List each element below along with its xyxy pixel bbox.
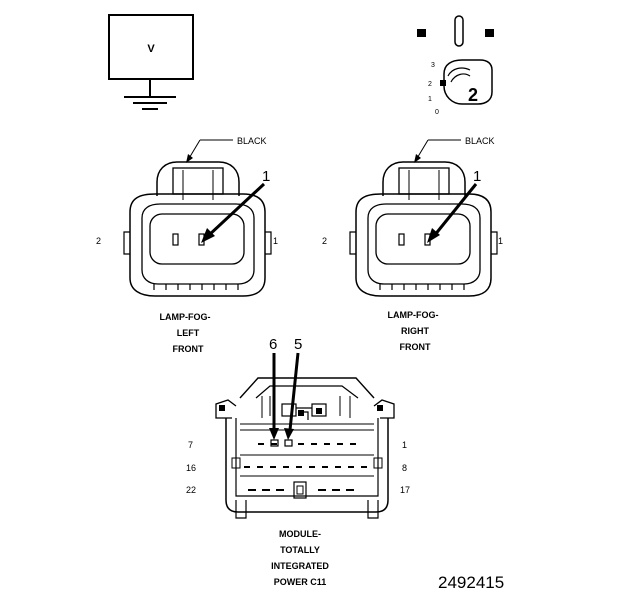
tipm-name-line-3: INTEGRATED	[271, 561, 329, 571]
voltmeter-display: V	[147, 43, 155, 55]
left-name-line-2: LEFT	[177, 328, 200, 338]
tipm-connector: 7 16 22 1 8 17 6 5 MODULE- TOTALLY INTEG…	[186, 336, 410, 587]
switch-callout: 2	[468, 85, 478, 105]
tipm-row1-right-label: 1	[402, 440, 407, 450]
tipm-row2-right-label: 8	[402, 463, 407, 473]
left-fog-connector: BLACK 2 1 1 LAMP-FOG- LEFT FRONT	[96, 136, 278, 354]
tipm-row3-right-label: 17	[400, 485, 410, 495]
tipm-callout-5: 5	[294, 336, 302, 353]
right-name-line-2: RIGHT	[401, 326, 430, 336]
switch-position-3: 3	[431, 62, 435, 69]
ignition-switch: 3 2 1 0 2	[417, 15, 494, 116]
switch-position-2: 2	[428, 81, 432, 88]
switch-position-0: 0	[435, 109, 439, 116]
left-name-line-3: FRONT	[173, 344, 204, 354]
left-pin-1-label: 1	[273, 236, 278, 246]
tipm-row3-left-label: 22	[186, 485, 196, 495]
left-pin-2-label: 2	[96, 236, 101, 246]
ground-symbol	[124, 96, 176, 110]
tipm-name-line-4: POWER C11	[274, 577, 327, 587]
left-wire-color: BLACK	[237, 136, 267, 146]
tipm-name-line-1: MODULE-	[279, 529, 321, 539]
left-callout: 1	[262, 168, 270, 185]
switch-position-1: 1	[428, 96, 432, 103]
tipm-row1-left-label: 7	[188, 440, 193, 450]
right-name-line-3: FRONT	[400, 342, 431, 352]
right-fog-connector: BLACK 2 1 1 LAMP-FOG- RIGHT FRONT	[322, 136, 503, 352]
figure-number: 2492415	[438, 573, 504, 592]
right-pin-1-label: 1	[498, 236, 503, 246]
right-wire-color: BLACK	[465, 136, 495, 146]
right-callout: 1	[473, 168, 481, 185]
right-pin-2-label: 2	[322, 236, 327, 246]
voltmeter: V	[108, 14, 194, 110]
tipm-callout-6: 6	[269, 336, 277, 353]
left-name-line-1: LAMP-FOG-	[160, 312, 211, 322]
tipm-name-line-2: TOTALLY	[280, 545, 320, 555]
right-name-line-1: LAMP-FOG-	[388, 310, 439, 320]
tipm-row2-left-label: 16	[186, 463, 196, 473]
